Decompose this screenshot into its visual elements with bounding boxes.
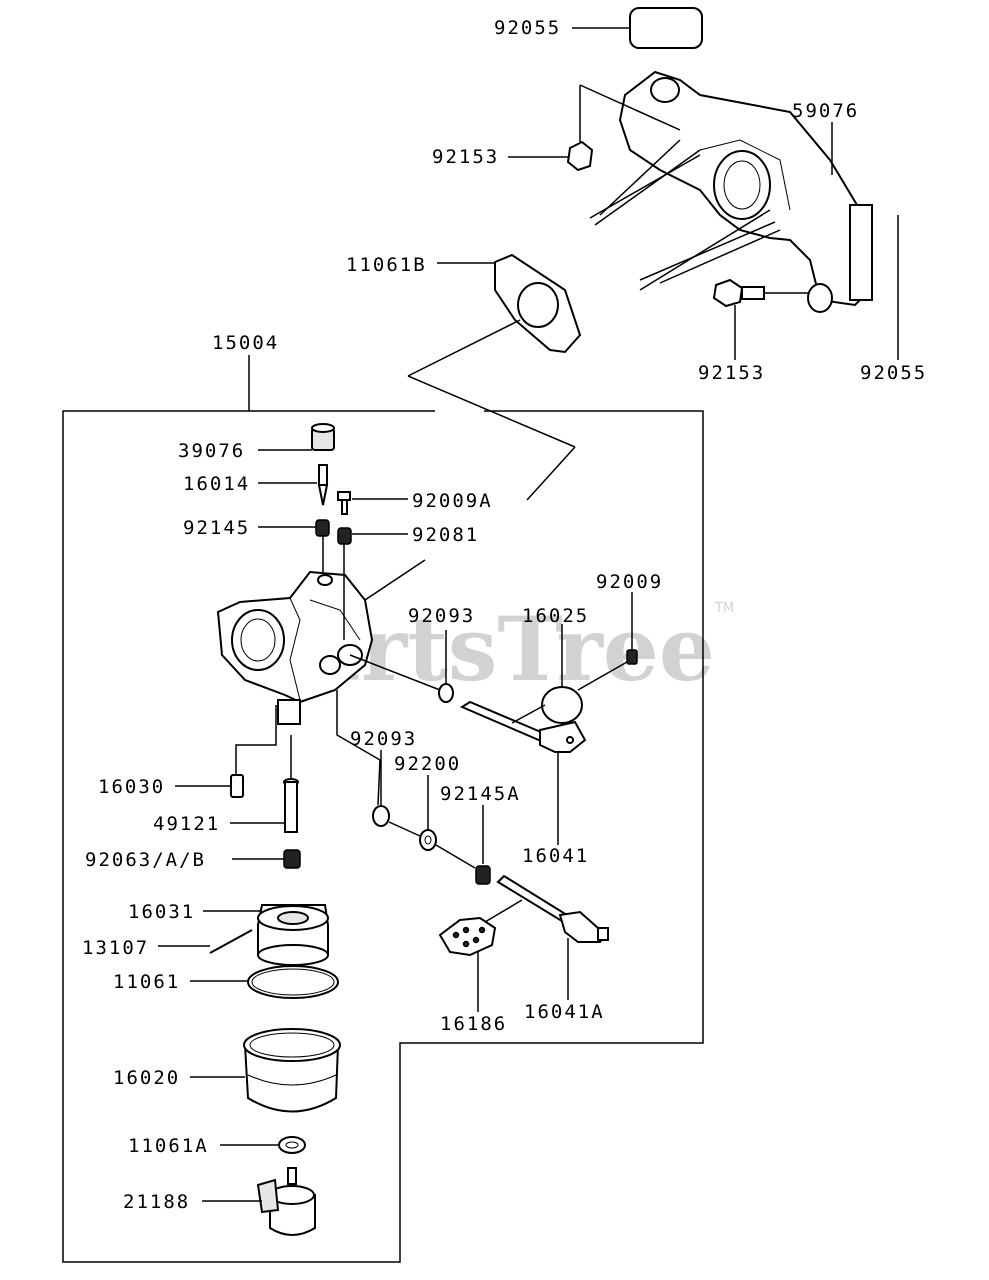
washer-11061A bbox=[278, 1136, 306, 1154]
spring-92081 bbox=[337, 527, 352, 545]
label-92009A: 92009A bbox=[412, 490, 493, 512]
label-16014: 16014 bbox=[183, 473, 250, 495]
leader-manifold-top bbox=[579, 84, 681, 131]
throttle-shaft-16041 bbox=[459, 700, 587, 753]
carburetor-body bbox=[216, 570, 374, 725]
label-21188: 21188 bbox=[123, 1191, 190, 1213]
label-16020: 16020 bbox=[113, 1067, 180, 1089]
bolt-92153-upper bbox=[566, 120, 594, 172]
leader-92009-plate bbox=[577, 661, 628, 691]
label-15004: 15004 bbox=[212, 332, 279, 354]
label-11061: 11061 bbox=[113, 971, 180, 993]
seal-92093-lower bbox=[372, 805, 390, 827]
leader-16186-shaft bbox=[484, 899, 523, 923]
label-11061A: 11061A bbox=[128, 1135, 209, 1157]
spring-92145A bbox=[475, 865, 491, 885]
pin-13107 bbox=[209, 929, 253, 954]
label-16041A: 16041A bbox=[524, 1001, 605, 1023]
plate-16186 bbox=[438, 916, 497, 957]
leader-16025-shaft bbox=[511, 704, 546, 724]
label-16041: 16041 bbox=[522, 845, 589, 867]
washer-92200 bbox=[419, 829, 437, 851]
leader-washer-path bbox=[336, 690, 381, 806]
label-11061B: 11061B bbox=[346, 254, 427, 276]
leader-gasket-ext3 bbox=[526, 446, 576, 501]
label-16031: 16031 bbox=[128, 901, 195, 923]
label-49121: 49121 bbox=[153, 813, 220, 835]
label-39076: 39076 bbox=[178, 440, 245, 462]
label-92153-lower: 92153 bbox=[698, 362, 765, 384]
plate-16025 bbox=[541, 686, 583, 724]
bolt-92153-lower bbox=[712, 278, 765, 308]
gasket-92055-top bbox=[629, 7, 703, 49]
label-92063: 92063/A/B bbox=[85, 849, 206, 871]
label-92093-lower: 92093 bbox=[350, 728, 417, 750]
callout-labels: 92055 59076 92153 11061B 15004 92153 920… bbox=[82, 17, 927, 1213]
tube-49121 bbox=[283, 778, 299, 833]
label-13107: 13107 bbox=[82, 937, 149, 959]
leader-gasket-ext2 bbox=[407, 375, 576, 448]
screw-92009A bbox=[337, 491, 351, 515]
gasket-11061B bbox=[494, 253, 582, 354]
leader-washer-link2 bbox=[435, 844, 476, 869]
watermark-tm: TM bbox=[714, 601, 734, 616]
seal-92093-upper bbox=[438, 683, 454, 703]
needle-16014 bbox=[317, 464, 329, 506]
label-92145: 92145 bbox=[183, 517, 250, 539]
spring-92145 bbox=[315, 519, 330, 537]
intake-manifold-59076 bbox=[589, 70, 873, 313]
label-92055-top: 92055 bbox=[494, 17, 561, 39]
label-92009: 92009 bbox=[596, 571, 663, 593]
screw-92009 bbox=[626, 649, 638, 665]
label-92200: 92200 bbox=[394, 753, 461, 775]
leader-washer-link bbox=[388, 821, 421, 837]
solenoid-21188 bbox=[256, 1167, 316, 1236]
label-92081: 92081 bbox=[412, 524, 479, 546]
label-92153-upper: 92153 bbox=[432, 146, 499, 168]
bowl-16020 bbox=[243, 1028, 341, 1113]
label-92145A: 92145A bbox=[440, 783, 521, 805]
choke-shaft-16041A bbox=[496, 874, 609, 943]
leader-gasket-ext bbox=[407, 319, 521, 377]
oring-11061 bbox=[247, 965, 339, 999]
leader-carb-shaft bbox=[349, 654, 441, 691]
jet-92063 bbox=[283, 849, 301, 869]
label-92055-side: 92055 bbox=[860, 362, 927, 384]
leader-carb-right bbox=[364, 559, 426, 601]
cap-39076 bbox=[311, 423, 335, 451]
label-59076: 59076 bbox=[792, 100, 859, 122]
label-16030: 16030 bbox=[98, 776, 165, 798]
label-16025: 16025 bbox=[522, 605, 589, 627]
float-16031 bbox=[257, 904, 329, 966]
assembly-frame bbox=[62, 410, 704, 1263]
jet-16030 bbox=[230, 774, 244, 798]
label-92093-upper: 92093 bbox=[408, 605, 475, 627]
label-16186: 16186 bbox=[440, 1013, 507, 1035]
leader-16030-bracket bbox=[235, 705, 277, 775]
